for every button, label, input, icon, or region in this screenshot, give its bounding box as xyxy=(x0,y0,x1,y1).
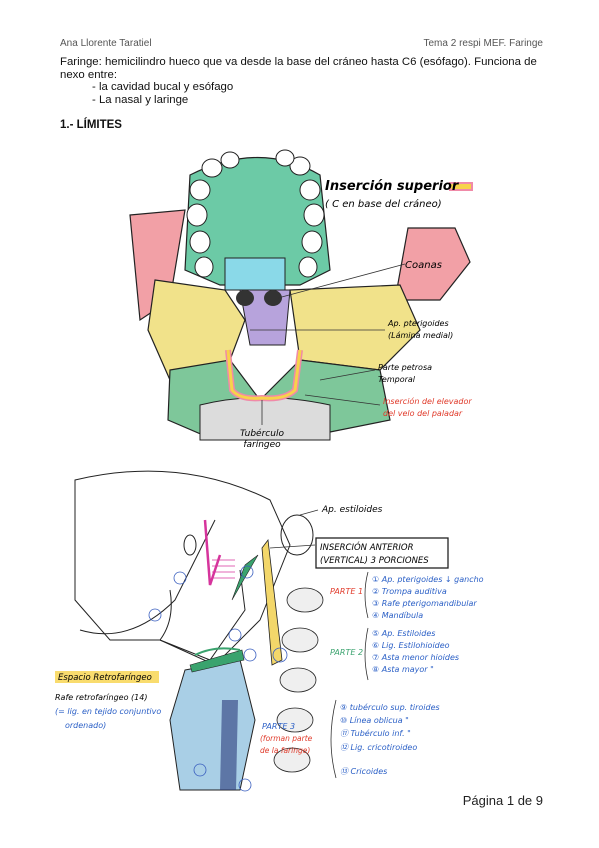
fig1-subtitle: ( C en base del cráneo) xyxy=(325,198,442,210)
parte3-item: ⑬ Cricoides xyxy=(340,767,387,776)
espacio-line-1: Rafe retrofaríngeo (14) xyxy=(55,693,147,702)
intro-text: Faringe: hemicilindro hueco que va desde… xyxy=(60,56,550,106)
parte3-item: ⑪ Tubérculo inf. " xyxy=(340,728,411,738)
parte3-item: ⑩ Línea oblicua " xyxy=(340,716,409,725)
parte2-label: PARTE 2 xyxy=(330,648,363,657)
label-petrous-2: Temporal xyxy=(378,375,416,384)
section-title: 1.- LÍMITES xyxy=(60,119,122,131)
parte3-sub: (forman parte xyxy=(260,734,313,743)
parte1-label: PARTE 1 xyxy=(330,587,363,596)
parte1-item: ③ Rafe pterigomandibular xyxy=(372,599,477,608)
header-topic: Tema 2 respi MEF. Faringe xyxy=(423,38,544,49)
parte2-item: ⑧ Asta mayor " xyxy=(372,665,434,674)
label-tubercle-2: faríngeo xyxy=(243,440,281,450)
espacio-line-2: (= lig. en tejido conjuntivo xyxy=(55,707,161,716)
box-line-2: (VERTICAL) 3 PORCIONES xyxy=(320,556,429,566)
fig1-title: Inserción superior xyxy=(325,179,460,194)
label-styloid: Ap. estiloides xyxy=(321,505,383,515)
header-author: Ana Llorente Taratiel xyxy=(60,38,152,49)
parte2-item: ⑤ Ap. Estiloides xyxy=(372,629,435,638)
label-pterygoid-2: (Lámina medial) xyxy=(388,331,453,340)
parte2-item: ⑥ Lig. Estilohioideo xyxy=(372,641,450,650)
parte3-sub-2: de la faringe) xyxy=(260,746,310,755)
parte1-item: ② Trompa auditiva xyxy=(372,587,447,596)
box-line-1: INSERCIÓN ANTERIOR xyxy=(320,541,414,553)
label-pterygoid: Ap. pterigoides xyxy=(387,319,449,328)
espacio-line-3: ordenado) xyxy=(65,721,106,730)
parte1-item: ④ Mandíbula xyxy=(372,611,423,620)
parte3-label: PARTE 3 xyxy=(262,722,295,731)
label-petrous: Parte petrosa xyxy=(378,363,432,372)
label-coanas: Coanas xyxy=(405,260,442,271)
intro-item: - la cavidad bucal y esófago xyxy=(92,81,234,93)
intro-item: - La nasal y laringe xyxy=(92,93,189,106)
label-levator: Inserción del elevador xyxy=(383,396,472,406)
espacio-title: Espacio Retrofaríngeo xyxy=(58,673,152,683)
label-tubercle: Tubérculo xyxy=(240,428,284,439)
label-levator-2: del velo del paladar xyxy=(383,409,463,418)
parte1-item: ① Ap. pterigoides ↓ gancho xyxy=(372,575,484,584)
parte3-item: ⑫ Lig. cricotiroideo xyxy=(340,743,417,752)
definition: Faringe: hemicilindro hueco que va desde… xyxy=(60,56,537,81)
parte3-item: ⑨ tubérculo sup. tiroides xyxy=(340,702,440,712)
page-number: Página 1 de 9 xyxy=(462,793,543,808)
parte2-item: ⑦ Asta menor hioides xyxy=(372,653,459,662)
